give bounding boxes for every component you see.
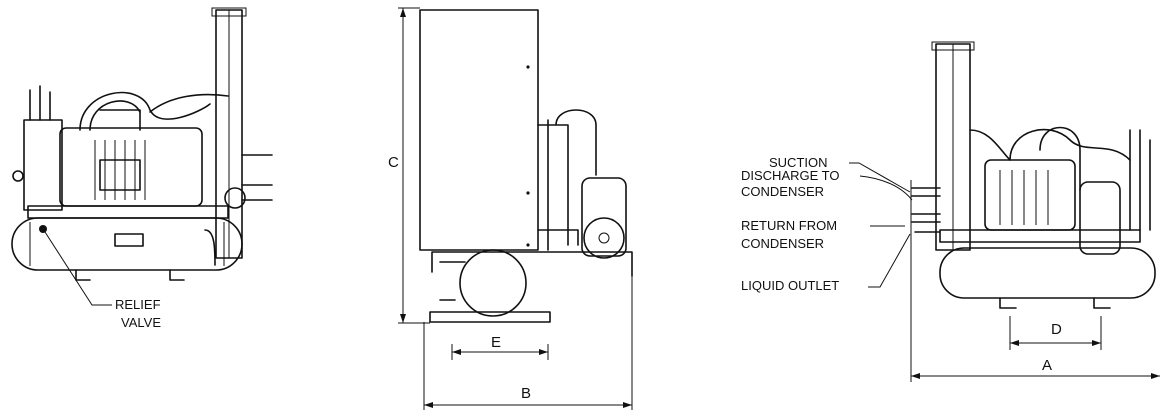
discharge-label-line1: DISCHARGE TO: [741, 168, 839, 183]
dim-d-label: D: [1051, 321, 1062, 338]
right-accumulator: [1079, 181, 1121, 255]
discharge-leader: [859, 175, 913, 201]
dim-e-label: E: [491, 334, 501, 351]
liquid-outlet-leader: [868, 233, 911, 288]
suction-label: SUCTION: [769, 155, 828, 170]
discharge-label-line2: CONDENSER: [741, 184, 824, 199]
nameplate: [114, 233, 144, 247]
right-receiver-tank: [939, 247, 1156, 299]
right-compressor: [984, 159, 1076, 231]
middle-side-view: C E B: [388, 7, 633, 410]
left-end-view: RELIEF VALVE: [11, 7, 273, 330]
receiver-tank: [11, 217, 243, 271]
suction-leader: [849, 162, 911, 193]
compressor: [59, 127, 203, 207]
relief-valve: [39, 225, 47, 233]
main-receiver: [459, 249, 527, 317]
return-label-line2: CONDENSER: [741, 236, 824, 251]
condenser-cabinet: [419, 9, 539, 251]
relief-label-line2: VALVE: [121, 315, 161, 330]
right-end-view: SUCTION DISCHARGE TO CONDENSER RETURN FR…: [741, 41, 1160, 382]
base-rail: [429, 311, 551, 323]
dim-c-label: C: [388, 154, 399, 171]
relief-label-line1: RELIEF: [115, 297, 161, 312]
return-label-line1: RETURN FROM: [741, 218, 837, 233]
liquid-outlet-label: LIQUID OUTLET: [741, 278, 839, 293]
dim-b-label: B: [521, 385, 531, 402]
dim-a-label: A: [1042, 357, 1052, 374]
side-receiver: [583, 217, 625, 259]
